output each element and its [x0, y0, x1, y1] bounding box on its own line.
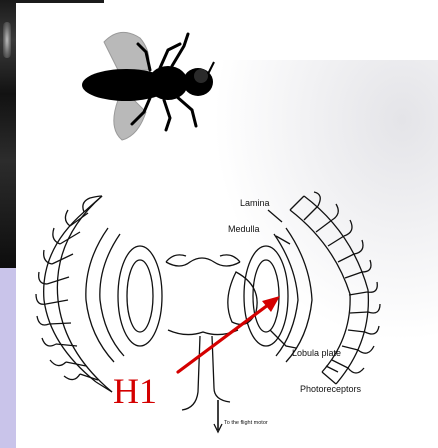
- medulla-label: Medulla: [228, 224, 260, 234]
- lamina-label: Lamina: [240, 198, 270, 208]
- h1-label: H1: [113, 371, 157, 411]
- descending-tract: [182, 336, 200, 410]
- photoreceptors-label: Photoreceptors: [300, 384, 362, 394]
- left-retina: [36, 196, 112, 392]
- fly-icon: [82, 32, 214, 140]
- right-lamina: [286, 228, 312, 362]
- central-brain: [166, 258, 240, 266]
- flight-motor-label: To the flight motor: [224, 420, 268, 426]
- right-medulla: [244, 246, 288, 346]
- left-medulla: [118, 246, 162, 346]
- optic-lobes: [36, 192, 380, 432]
- lobula-plate-label: Lobula plate: [292, 348, 341, 358]
